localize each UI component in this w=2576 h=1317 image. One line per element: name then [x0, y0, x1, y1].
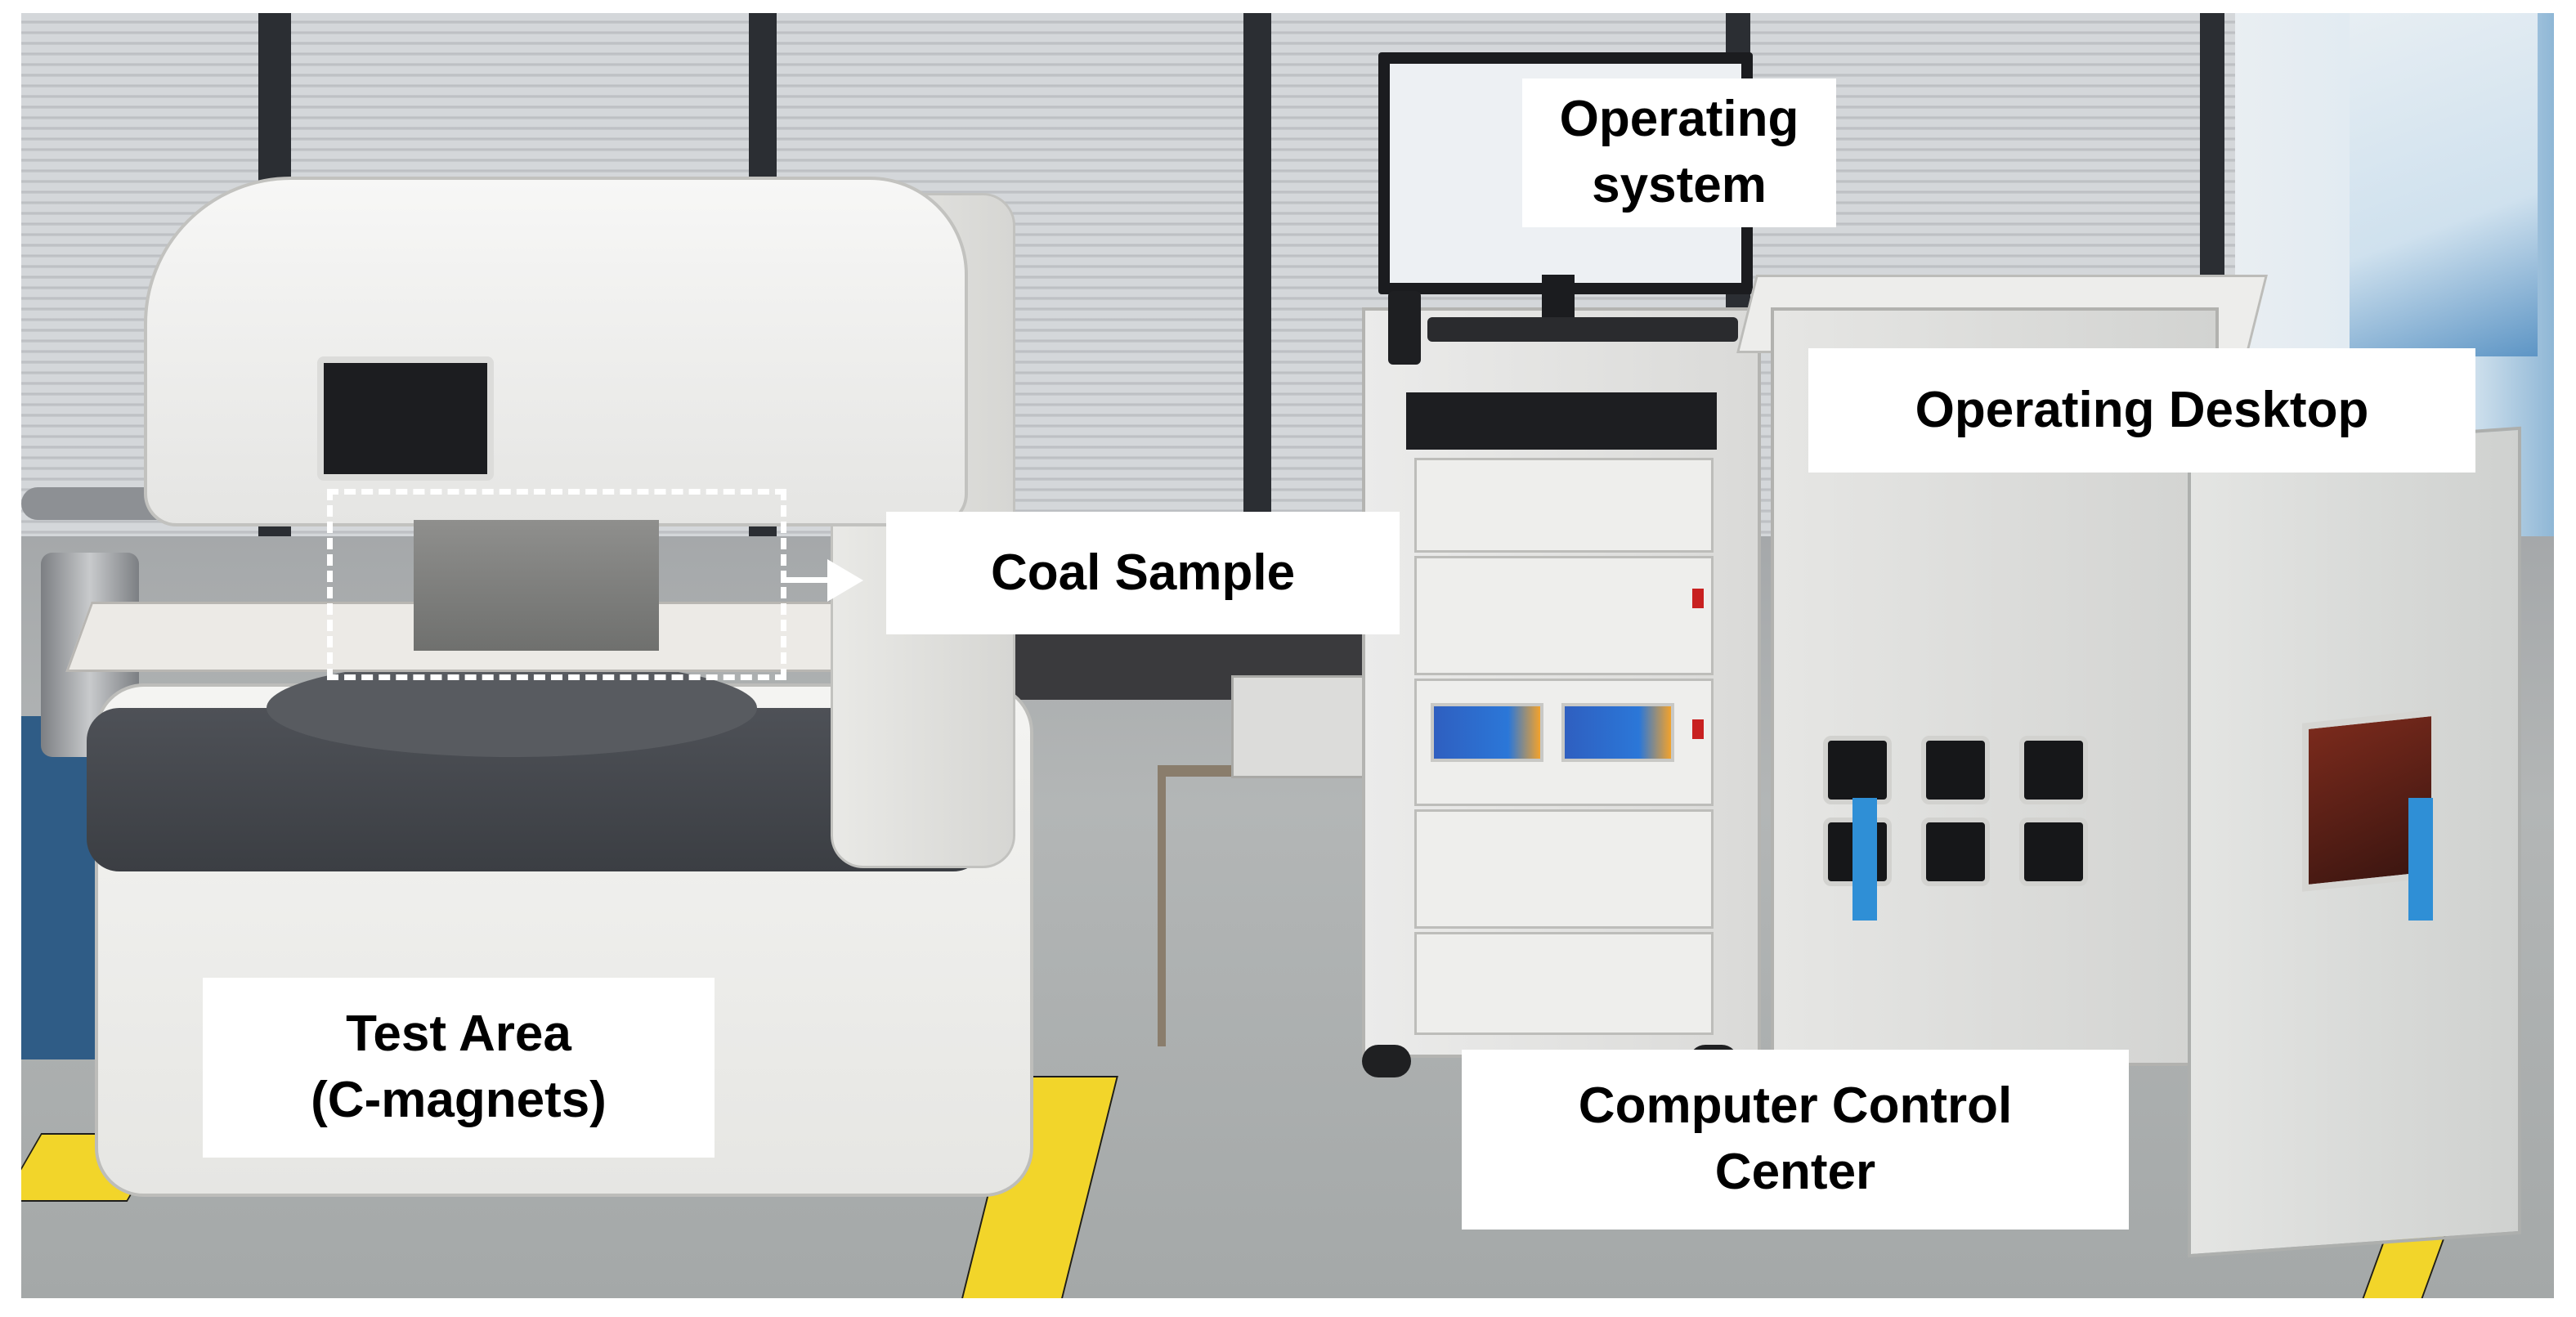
power-button: [1692, 719, 1704, 739]
control-panel-display: [1431, 703, 1543, 762]
control-panel-display: [1561, 703, 1674, 762]
operating-system-label: Operating system: [1522, 78, 1836, 227]
wall-post: [1243, 13, 1271, 536]
test-area-label: Test Area (C-magnets): [203, 978, 715, 1158]
cooling-fan: [1921, 736, 1990, 804]
arrow-icon: [827, 559, 863, 602]
power-button: [1692, 589, 1704, 608]
scale-device: [1231, 675, 1367, 778]
computer-control-center-label: Computer Control Center: [1462, 1050, 2129, 1230]
nmr-display: [317, 356, 494, 481]
blue-stripe: [1852, 798, 1877, 921]
coal-sample-highlight-box: [327, 489, 786, 680]
rack-unit: [1414, 458, 1714, 553]
rack-cabinet: [1362, 307, 1761, 1058]
monitor-stand: [1542, 275, 1575, 317]
keyboard: [1427, 317, 1738, 342]
cooling-fan: [1921, 818, 1990, 886]
coal-sample-label: Coal Sample: [886, 512, 1400, 634]
blue-stripe: [2408, 798, 2433, 921]
rack-black-unit: [1406, 392, 1717, 450]
rack-unit: [1414, 809, 1714, 929]
cooling-fan: [1823, 736, 1892, 804]
cooling-fan: [2019, 818, 2088, 886]
window-glass: [2350, 13, 2538, 356]
nmr-top-housing: [144, 177, 968, 526]
cooling-fan: [2019, 736, 2088, 804]
coal-sample-arrow-line: [781, 577, 831, 583]
rack-unit: [1414, 932, 1714, 1035]
caster-wheel: [1362, 1045, 1411, 1077]
rack-unit: [1414, 556, 1714, 675]
operating-desktop-label: Operating Desktop: [1808, 348, 2475, 473]
small-table: [1158, 765, 1387, 1046]
coal-sample-holder: [414, 520, 659, 651]
speaker: [1388, 291, 1421, 365]
